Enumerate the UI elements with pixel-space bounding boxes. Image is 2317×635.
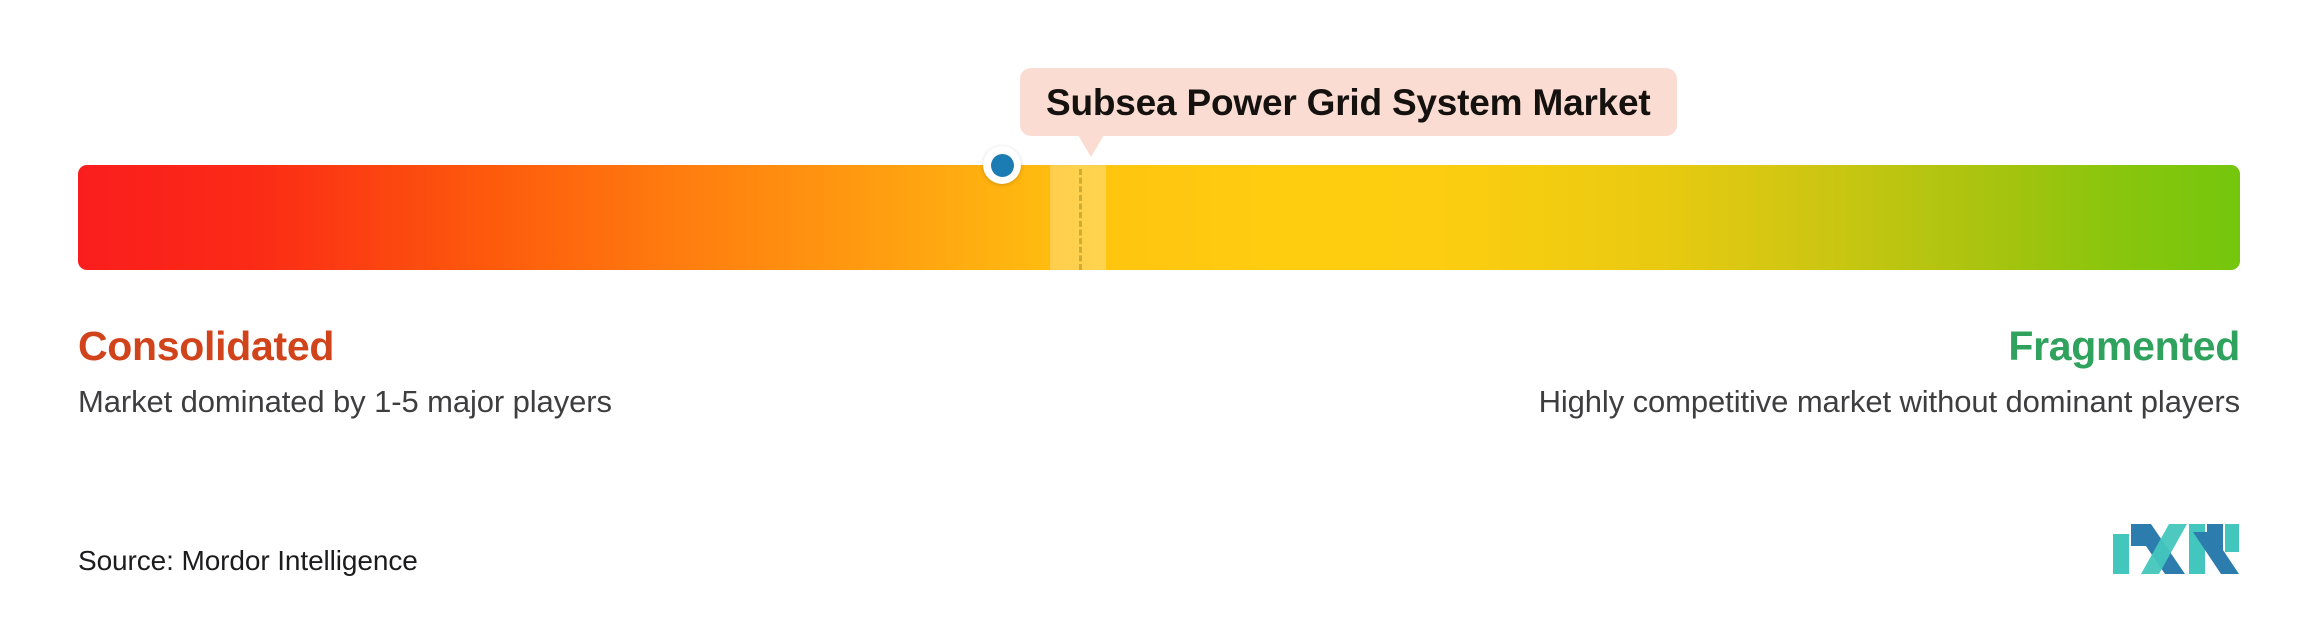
endpoint-consolidated: Consolidated Market dominated by 1-5 maj…: [78, 323, 612, 420]
source-attribution: Source: Mordor Intelligence: [78, 545, 418, 576]
concentration-gradient-bar: [78, 165, 2240, 270]
scale-endpoint-labels: Consolidated Market dominated by 1-5 maj…: [78, 323, 2241, 420]
market-position-marker[interactable]: [983, 146, 1021, 184]
endpoint-fragmented-description: Highly competitive market without domina…: [1538, 384, 2241, 420]
marker-dashed-line: [1079, 169, 1082, 270]
market-callout-tooltip: Subsea Power Grid System Market: [1020, 68, 1677, 157]
mordor-intelligence-logo-icon: [2111, 512, 2241, 584]
concentration-scale: [78, 165, 2240, 270]
market-callout-label: Subsea Power Grid System Market: [1046, 81, 1651, 123]
endpoint-consolidated-title: Consolidated: [78, 323, 335, 369]
endpoint-consolidated-description: Market dominated by 1-5 major players: [78, 384, 612, 420]
callout-pointer-icon: [1078, 135, 1104, 157]
endpoint-fragmented: Fragmented Highly competitive market wit…: [1538, 323, 2241, 420]
marker-dot-icon: [990, 153, 1014, 177]
marker-highlight-band: [1050, 165, 1106, 270]
endpoint-fragmented-title: Fragmented: [2008, 323, 2240, 369]
